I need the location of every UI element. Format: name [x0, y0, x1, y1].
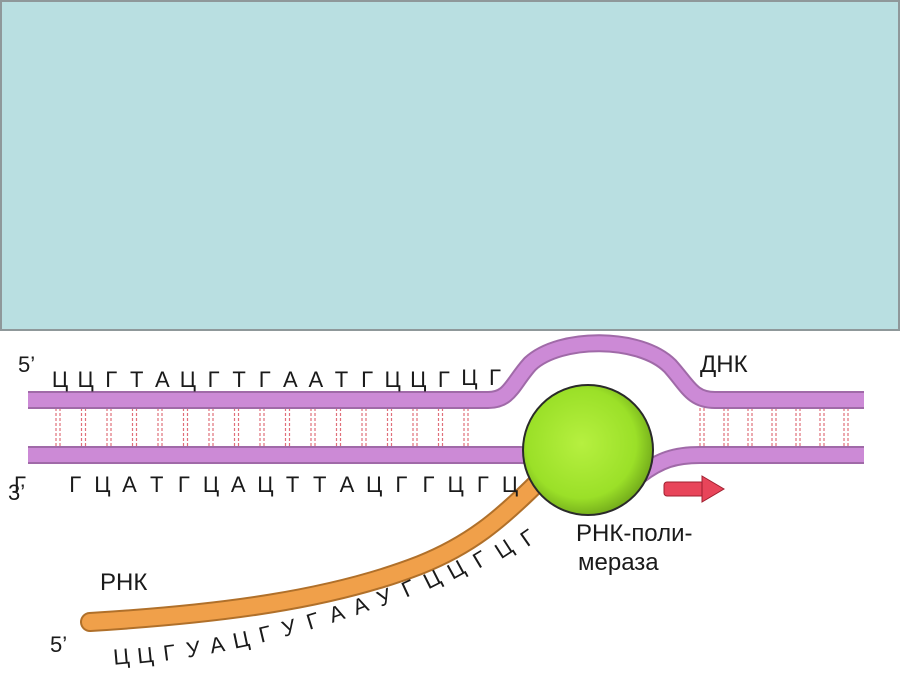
- nucleotide-letter: Г: [69, 472, 81, 497]
- nucleotide-letter: Г: [162, 639, 177, 665]
- nucleotide-letter: Ц: [180, 367, 196, 392]
- nucleotide-letter: Г: [208, 367, 220, 392]
- nucleotide-letter: Ц: [410, 367, 426, 392]
- nucleotide-letter: Ц: [490, 534, 517, 564]
- nucleotide-letter: Ц: [203, 472, 219, 497]
- nucleotide-letter: Т: [286, 472, 299, 497]
- bottom-strand-3prime-label: 3’: [8, 480, 25, 505]
- nucleotide-letter: Ц: [366, 472, 382, 497]
- nucleotide-letter: Ц: [112, 643, 130, 669]
- nucleotide-letter: Т: [232, 367, 245, 392]
- nucleotide-letter: Г: [438, 367, 450, 392]
- nucleotide-letter: А: [349, 591, 372, 620]
- top-strand-5prime-label: 5’: [18, 352, 35, 377]
- nucleotide-letter: Г: [516, 524, 540, 551]
- nucleotide-letter: А: [155, 367, 170, 392]
- nucleotide-letter: У: [373, 583, 397, 612]
- rna-label: РНК: [100, 569, 147, 596]
- nucleotide-letter: Т: [150, 472, 163, 497]
- nucleotide-letter: Ц: [502, 472, 518, 497]
- nucleotide-letter: У: [184, 636, 203, 663]
- direction-arrow: [663, 475, 725, 503]
- polymerase-label-line2: мераза: [578, 549, 659, 576]
- nucleotide-letter: Г: [477, 472, 489, 497]
- base-pair-rungs: [55, 408, 849, 447]
- nucleotide-letter: А: [283, 367, 298, 392]
- nucleotide-letter: А: [231, 472, 246, 497]
- nucleotide-letter: Г: [361, 367, 373, 392]
- nucleotide-letter: Ц: [136, 642, 155, 669]
- nucleotide-letter: Т: [313, 472, 326, 497]
- polymerase-label-line1: РНК-поли-: [576, 520, 693, 547]
- nucleotide-letter: А: [340, 472, 355, 497]
- nucleotide-letter: Г: [14, 472, 26, 497]
- nucleotide-letter: Г: [105, 367, 117, 392]
- nucleotide-letter: А: [208, 631, 227, 658]
- nucleotide-letter: Ц: [230, 626, 251, 654]
- nucleotide-letter: Ц: [461, 365, 477, 390]
- nucleotide-letter: Г: [256, 620, 274, 647]
- nucleotide-letter: Ц: [94, 472, 110, 497]
- nucleotide-letter: Г: [423, 472, 435, 497]
- nucleotide-letter: Г: [178, 472, 190, 497]
- nucleotide-letter: А: [326, 599, 348, 628]
- nucleotide-letter: Ц: [77, 367, 93, 392]
- nucleotide-letter: Ц: [385, 367, 401, 392]
- nucleotide-letter: Г: [303, 607, 322, 634]
- nucleotide-letter: Г: [398, 575, 419, 603]
- nucleotide-letter: Г: [489, 365, 501, 390]
- blank-header-panel: [0, 0, 900, 331]
- nucleotide-letter: У: [279, 614, 300, 642]
- nucleotide-letter: Ц: [419, 564, 445, 594]
- dna-label: ДНК: [700, 351, 748, 378]
- nucleotide-letter: Ц: [257, 472, 273, 497]
- nucleotide-letter: Т: [335, 367, 348, 392]
- nucleotide-letter: Ц: [448, 472, 464, 497]
- nucleotide-letter: Ц: [52, 367, 68, 392]
- rna-polymerase: [522, 384, 654, 516]
- nucleotide-letter: Г: [395, 472, 407, 497]
- nucleotide-letter: Г: [468, 546, 491, 574]
- nucleotide-letter: А: [309, 367, 324, 392]
- nucleotide-letter: А: [122, 472, 137, 497]
- nucleotide-letter: Г: [259, 367, 271, 392]
- rna-5prime-label: 5’: [50, 632, 67, 657]
- nucleotide-letter: Т: [130, 367, 143, 392]
